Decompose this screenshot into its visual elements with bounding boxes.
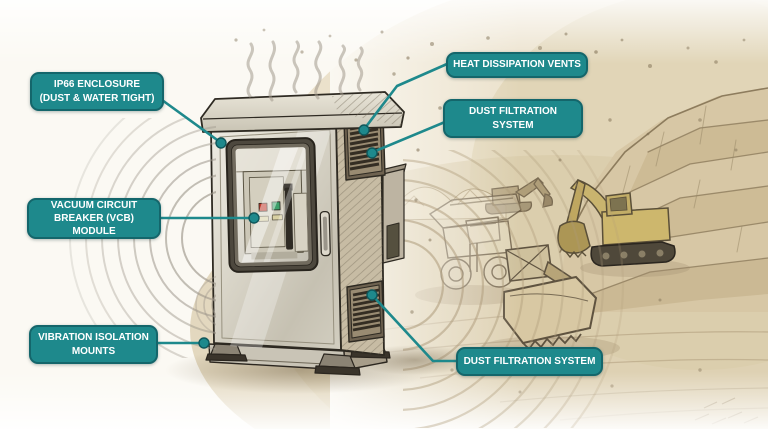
connector-ip66 bbox=[160, 98, 222, 144]
callout-dust-filtration-system-lower: DUST FILTRATION SYSTEM bbox=[456, 347, 603, 376]
excavator-illustration bbox=[557, 178, 676, 267]
dust-vent-drawing bbox=[346, 280, 385, 343]
connector-dust-upper bbox=[371, 120, 447, 154]
glass-reflection bbox=[241, 147, 299, 263]
vcb-module-drawing bbox=[235, 147, 309, 263]
rear-equipment-box bbox=[380, 163, 407, 264]
callout-ip66-enclosure: IP66 ENCLOSURE (DUST & WATER TIGHT) bbox=[30, 72, 164, 111]
callout-vcb-module: VACUUM CIRCUIT BREAKER (VCB) MODULE bbox=[27, 198, 161, 239]
breaker-handle bbox=[284, 187, 294, 250]
vibration-waves-right-icon bbox=[403, 150, 625, 428]
green-indicator bbox=[271, 201, 281, 211]
cabinet-roof bbox=[200, 91, 405, 133]
scene-top-fade bbox=[0, 0, 768, 64]
callout-connectors bbox=[154, 62, 459, 363]
connector-heat bbox=[363, 62, 449, 130]
connector-dust-lower bbox=[371, 294, 459, 363]
red-indicator bbox=[258, 202, 268, 212]
cabinet-window bbox=[225, 137, 319, 273]
enclosure-cabinet bbox=[200, 91, 407, 376]
callout-heat-dissipation-vents: HEAT DISSIPATION VENTS bbox=[446, 52, 588, 78]
door-handle bbox=[319, 210, 331, 257]
heat-vent-drawing bbox=[343, 113, 386, 181]
callout-endpoint-dots bbox=[198, 124, 378, 349]
heat-waves-icon bbox=[246, 40, 364, 102]
callout-vibration-isolation-mounts: VIBRATION ISOLATION MOUNTS bbox=[29, 325, 158, 364]
callout-dust-filtration-system-upper: DUST FILTRATION SYSTEM bbox=[443, 99, 583, 138]
door-seam bbox=[219, 129, 335, 345]
